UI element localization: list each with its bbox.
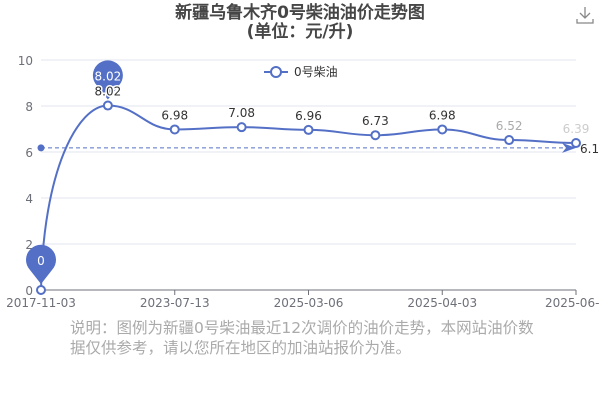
y-tick-label: 8 bbox=[25, 100, 33, 114]
data-label: 6.96 bbox=[295, 109, 322, 123]
data-point bbox=[504, 135, 515, 146]
mark-point-label-min: 0 bbox=[37, 254, 45, 268]
mark-point-pin-min bbox=[26, 244, 57, 284]
data-label: 8.02 bbox=[95, 85, 122, 99]
x-tick-label: 2017-11-03 bbox=[6, 296, 76, 310]
data-point bbox=[571, 138, 581, 149]
data-label: 6.52 bbox=[496, 119, 523, 133]
data-point bbox=[236, 122, 247, 133]
y-tick-label: 4 bbox=[25, 192, 33, 206]
legend-label: 0号柴油 bbox=[294, 65, 338, 79]
y-tick-label: 6 bbox=[25, 146, 33, 160]
x-tick-label: 2025-06-0 bbox=[545, 296, 600, 310]
mark-line-start-dot bbox=[37, 144, 45, 152]
download-icon[interactable] bbox=[576, 6, 594, 24]
data-point bbox=[102, 100, 113, 111]
data-point bbox=[370, 130, 381, 141]
data-label: 7.08 bbox=[228, 106, 255, 120]
chart-title: 新疆乌鲁木齐0号柴油油价走势图 (单位：元/升) bbox=[0, 4, 600, 42]
mark-line-arrow bbox=[562, 142, 576, 153]
x-tick-label: 2025-03-06 bbox=[274, 296, 344, 310]
x-tick-label: 2023-07-13 bbox=[140, 296, 210, 310]
data-label: 6.98 bbox=[429, 108, 456, 122]
y-tick-label: 2 bbox=[25, 238, 33, 252]
x-tick-label: 2025-04-03 bbox=[407, 296, 477, 310]
title-line-2: (单位：元/升) bbox=[246, 22, 354, 42]
title-line-1: 新疆乌鲁木齐0号柴油油价走势图 bbox=[175, 3, 425, 23]
data-point bbox=[169, 124, 180, 135]
data-point bbox=[437, 124, 448, 135]
mark-point-label-max: 8.02 bbox=[95, 70, 122, 84]
y-tick-label: 0 bbox=[25, 284, 33, 298]
data-point bbox=[303, 124, 314, 135]
legend-marker bbox=[270, 66, 282, 78]
y-tick-label: 10 bbox=[18, 54, 33, 68]
mark-point-pin-max bbox=[92, 60, 123, 100]
chart-note: 说明：图例为新疆0号柴油最近12次调价的油价走势，本网站油价数据仅供参考，请以您… bbox=[70, 319, 534, 357]
data-point bbox=[36, 285, 46, 295]
mark-line-label: 6.1 bbox=[580, 142, 599, 156]
data-label: 6.98 bbox=[161, 108, 188, 122]
data-label: 6.73 bbox=[362, 114, 389, 128]
data-label: 6.39 bbox=[563, 122, 590, 136]
